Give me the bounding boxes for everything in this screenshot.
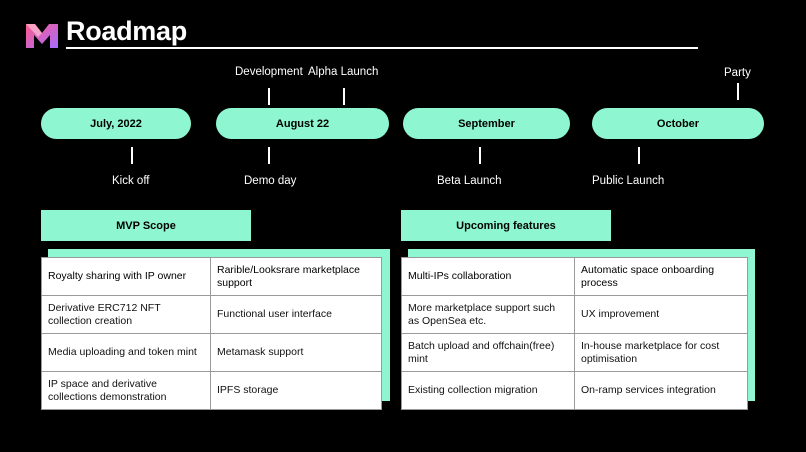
- table-row: IP space and derivative collections demo…: [41, 371, 382, 410]
- event-party: Party: [724, 67, 751, 79]
- page-title: Roadmap: [66, 16, 187, 46]
- title-underline: [66, 47, 698, 49]
- event-connector: [268, 88, 270, 105]
- table-row: Existing collection migration On-ramp se…: [401, 371, 748, 410]
- event-development: Development: [235, 66, 303, 78]
- event-connector: [479, 147, 481, 164]
- table-cell: Functional user interface: [210, 295, 382, 334]
- table-cell: Metamask support: [210, 333, 382, 372]
- event-kick-off: Kick off: [112, 175, 150, 187]
- table-cell: Automatic space onboarding process: [574, 257, 748, 296]
- upcoming-features-table: Multi-IPs collaboration Automatic space …: [401, 257, 748, 410]
- upcoming-features-heading: Upcoming features: [401, 210, 611, 241]
- m-logo-icon: [26, 24, 58, 48]
- table-cell: Media uploading and token mint: [41, 333, 211, 372]
- event-beta-launch: Beta Launch: [437, 175, 502, 187]
- event-connector: [131, 147, 133, 164]
- mvp-scope-table: Royalty sharing with IP owner Rarible/Lo…: [41, 257, 382, 410]
- mvp-scope-heading: MVP Scope: [41, 210, 251, 241]
- table-cell: On-ramp services integration: [574, 371, 748, 410]
- table-cell: UX improvement: [574, 295, 748, 334]
- milestone-october: October: [592, 108, 764, 139]
- event-connector: [638, 147, 640, 164]
- event-demo-day: Demo day: [244, 175, 297, 187]
- milestone-august: August 22: [216, 108, 389, 139]
- table-row: Derivative ERC712 NFT collection creatio…: [41, 295, 382, 334]
- table-row: Royalty sharing with IP owner Rarible/Lo…: [41, 257, 382, 296]
- milestone-september: September: [403, 108, 570, 139]
- event-public-launch: Public Launch: [592, 175, 665, 187]
- table-row: More marketplace support such as OpenSea…: [401, 295, 748, 334]
- table-cell: Royalty sharing with IP owner: [41, 257, 211, 296]
- table-row: Media uploading and token mint Metamask …: [41, 333, 382, 372]
- table-cell: Multi-IPs collaboration: [401, 257, 575, 296]
- event-connector: [268, 147, 270, 164]
- table-cell: IPFS storage: [210, 371, 382, 410]
- table-row: Multi-IPs collaboration Automatic space …: [401, 257, 748, 296]
- table-cell: In-house marketplace for cost optimisati…: [574, 333, 748, 372]
- event-connector: [343, 88, 345, 105]
- table-row: Batch upload and offchain(free) mint In-…: [401, 333, 748, 372]
- event-connector: [737, 83, 739, 100]
- table-cell: More marketplace support such as OpenSea…: [401, 295, 575, 334]
- table-cell: Derivative ERC712 NFT collection creatio…: [41, 295, 211, 334]
- milestone-july: July, 2022: [41, 108, 191, 139]
- table-cell: Batch upload and offchain(free) mint: [401, 333, 575, 372]
- event-alpha-launch: Alpha Launch: [308, 66, 379, 78]
- table-cell: IP space and derivative collections demo…: [41, 371, 211, 410]
- table-cell: Rarible/Looksrare marketplace support: [210, 257, 382, 296]
- table-cell: Existing collection migration: [401, 371, 575, 410]
